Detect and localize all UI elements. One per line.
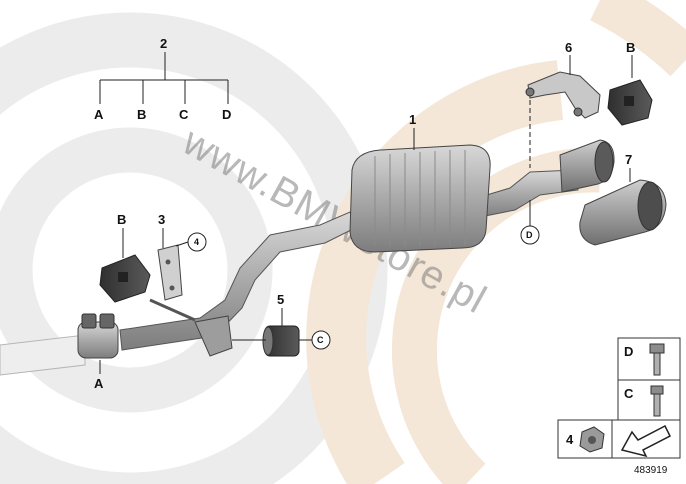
bolt-d-icon	[649, 343, 665, 376]
diagram-number: 483919	[634, 465, 668, 476]
muffler-part	[349, 144, 491, 253]
callout-b-right: B	[626, 40, 635, 55]
callout-7: 7	[625, 152, 632, 167]
tree-child-d: D	[222, 107, 231, 122]
bolt-c-icon	[650, 385, 664, 417]
rubber-mount-right-part	[607, 79, 653, 126]
pipe-bracket	[149, 298, 233, 357]
callout-1: 1	[409, 112, 416, 127]
tree-child-b: B	[137, 107, 146, 122]
callout-a-bottom: A	[94, 376, 104, 391]
callout-tree	[99, 52, 229, 104]
tailpipe-trim-part	[579, 179, 667, 246]
clamp-part	[77, 313, 119, 359]
callout-5: 5	[277, 292, 284, 307]
legend-bolt-c-label: C	[624, 386, 634, 401]
hanger-bracket-part	[525, 71, 601, 119]
callout-6: 6	[565, 40, 572, 55]
circled-ref-4-label: 4	[194, 237, 199, 247]
bracket-part	[157, 244, 183, 301]
tailpipe-tips	[559, 139, 615, 193]
tree-child-c: C	[179, 107, 189, 122]
callout-3: 3	[158, 212, 165, 227]
nut-icon	[579, 426, 605, 453]
tree-child-a: A	[94, 107, 104, 122]
legend-bolt-d-label: D	[624, 344, 633, 359]
circled-ref-d-label: D	[526, 230, 533, 240]
circled-ref-4	[187, 232, 207, 252]
front-pipe	[0, 334, 86, 376]
circled-ref-c-label: C	[317, 335, 324, 345]
rubber-mount-left-part	[99, 254, 151, 303]
circled-ref-d	[520, 225, 540, 245]
callout-b-left: B	[117, 212, 126, 227]
legend-nut-label: 4	[566, 432, 574, 447]
circled-ref-c	[311, 330, 331, 350]
tree-root-label: 2	[160, 36, 167, 51]
arrow-icon	[620, 424, 672, 458]
damper-part	[262, 325, 300, 357]
